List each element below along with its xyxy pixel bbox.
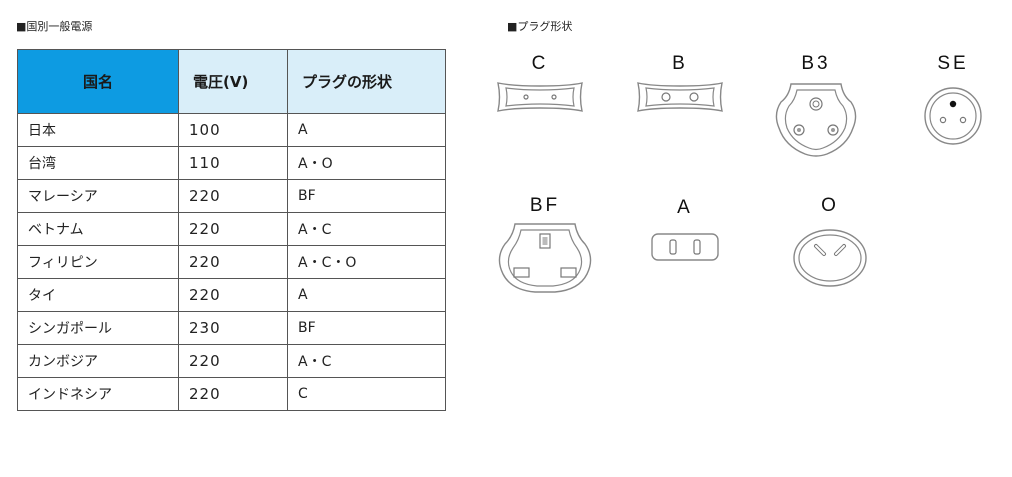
country-cell: マレーシア xyxy=(17,179,179,213)
table-row: ベトナム 220 A・C xyxy=(17,212,446,246)
voltage-cell: 220 xyxy=(178,278,288,312)
header-country: 国名 xyxy=(17,49,179,114)
voltage-cell: 220 xyxy=(178,245,288,279)
voltage-cell: 220 xyxy=(178,344,288,378)
country-cell: カンボジア xyxy=(17,344,179,378)
country-cell: インドネシア xyxy=(17,377,179,411)
plug-shape-cell: BF xyxy=(287,311,446,345)
plug-type-se-icon xyxy=(924,87,982,145)
plug-item-se: SE xyxy=(915,54,991,146)
section-title-plug-shapes: ■プラグ形状 xyxy=(507,20,573,33)
voltage-cell: 220 xyxy=(178,377,288,411)
section-title-power-by-country: ■国別一般電源 xyxy=(16,20,93,33)
country-voltage-table: 国名 電圧(V) プラグの形状 日本 100 A 台湾 110 A・O マレーシ… xyxy=(17,49,446,411)
table-header-row: 国名 電圧(V) プラグの形状 xyxy=(17,49,446,114)
country-cell: フィリピン xyxy=(17,245,179,279)
plug-item-c: C xyxy=(494,54,586,114)
header-voltage: 電圧(V) xyxy=(178,49,288,114)
table-row: カンボジア 220 A・C xyxy=(17,344,446,378)
voltage-cell: 100 xyxy=(178,113,288,147)
country-cell: ベトナム xyxy=(17,212,179,246)
plug-label: O xyxy=(821,195,839,216)
voltage-cell: 220 xyxy=(178,212,288,246)
plug-label: B3 xyxy=(801,53,831,74)
table-row: シンガポール 230 BF xyxy=(17,311,446,345)
plug-shape-cell: A・O xyxy=(287,146,446,180)
plug-item-b3: B3 xyxy=(771,54,861,160)
header-plug-shape: プラグの形状 xyxy=(287,49,446,114)
plug-shape-cell: A xyxy=(287,113,446,147)
plug-type-b3-icon xyxy=(775,83,857,157)
table-row: フィリピン 220 A・C・O xyxy=(17,245,446,279)
plug-label: A xyxy=(677,197,693,218)
plug-type-o-icon xyxy=(793,229,867,287)
plug-shape-cell: A・C・O xyxy=(287,245,446,279)
voltage-cell: 220 xyxy=(178,179,288,213)
plug-label: SE xyxy=(937,53,969,74)
plug-item-a: A xyxy=(640,198,730,264)
plug-shape-cell: C xyxy=(287,377,446,411)
table-row: タイ 220 A xyxy=(17,278,446,312)
plug-type-b-icon xyxy=(637,82,723,112)
table-row: マレーシア 220 BF xyxy=(17,179,446,213)
country-cell: シンガポール xyxy=(17,311,179,345)
plug-type-a-icon xyxy=(651,233,719,261)
table-row: インドネシア 220 C xyxy=(17,377,446,411)
plug-label: BF xyxy=(529,195,561,216)
plug-type-bf-icon xyxy=(498,223,592,293)
table-row: 台湾 110 A・O xyxy=(17,146,446,180)
plug-type-c-icon xyxy=(497,82,583,112)
voltage-cell: 110 xyxy=(178,146,288,180)
plug-item-o: O xyxy=(790,196,870,288)
plug-shape-cell: BF xyxy=(287,179,446,213)
country-cell: タイ xyxy=(17,278,179,312)
plug-shape-cell: A・C xyxy=(287,212,446,246)
plug-item-b: B xyxy=(634,54,726,114)
country-cell: 日本 xyxy=(17,113,179,147)
table-row: 日本 100 A xyxy=(17,113,446,147)
country-cell: 台湾 xyxy=(17,146,179,180)
plug-label: B xyxy=(672,53,688,74)
voltage-cell: 230 xyxy=(178,311,288,345)
plug-label: C xyxy=(531,53,549,74)
plug-shape-cell: A xyxy=(287,278,446,312)
plug-item-bf: BF xyxy=(495,196,595,294)
plug-shape-cell: A・C xyxy=(287,344,446,378)
